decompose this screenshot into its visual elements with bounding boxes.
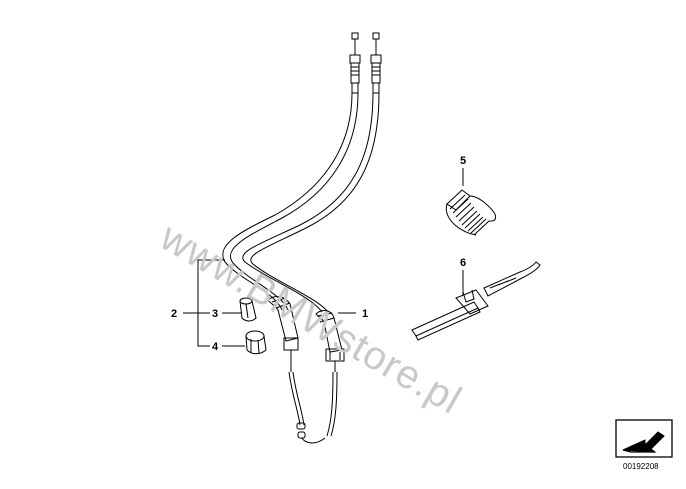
cable-fitting-right: [315, 310, 345, 437]
throttle-cable: [222, 92, 380, 313]
cable-tie-part-6: [411, 261, 541, 341]
cable-end-right: [370, 32, 382, 94]
callout-2: 2: [171, 308, 178, 320]
spring-part-5: [445, 189, 497, 236]
callout-5: 5: [460, 155, 467, 167]
callout-6: 6: [460, 257, 467, 269]
callout-3: 3: [212, 308, 219, 320]
callout-1: 1: [362, 308, 369, 320]
nut-part-4: [245, 330, 267, 355]
leader-lines: [183, 168, 464, 347]
callout-4: 4: [212, 341, 219, 353]
cable-fitting-left: [267, 296, 326, 444]
cable-end-left: [349, 32, 361, 94]
sleeve-part-3: [239, 297, 257, 322]
diagram-number: 00192208: [623, 462, 659, 471]
arrow-stamp-icon: [615, 419, 673, 458]
